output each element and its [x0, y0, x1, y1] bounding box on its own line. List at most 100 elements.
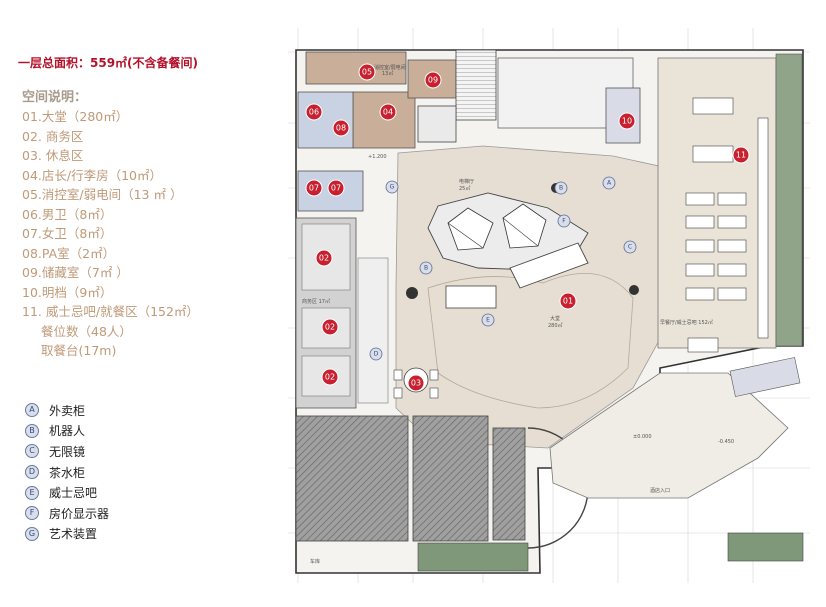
marker-10: 10 — [618, 112, 636, 130]
control-room-label: 消控室/弱电间 — [374, 64, 406, 71]
marker-D: D — [369, 347, 383, 361]
svg-text:C: C — [628, 244, 632, 251]
marker-G: G — [385, 180, 399, 194]
svg-text:E: E — [486, 317, 490, 324]
marker-07: 07 — [305, 179, 323, 197]
marker-05: 05 — [358, 63, 376, 81]
svg-text:02: 02 — [319, 254, 329, 263]
letter-markers: A B B C D E F G — [369, 176, 637, 361]
business-area-label: 商务区 17㎡ — [302, 298, 330, 305]
marker-03: 03 — [407, 374, 425, 392]
elevator-hall-area: 25㎡ — [459, 185, 470, 192]
svg-text:07: 07 — [331, 184, 341, 193]
svg-text:03: 03 — [411, 379, 421, 388]
space-item: 01.大堂（280㎡） — [22, 109, 129, 124]
svg-text:10: 10 — [622, 117, 632, 126]
space-item-sub: 餐位数（48人） — [41, 323, 132, 339]
svg-text:06: 06 — [309, 108, 319, 117]
icon-legend-item: F 房价显示器 — [25, 503, 109, 524]
icon-legend-label: 机器人 — [49, 424, 86, 439]
space-item-sub: 取餐台(17m) — [41, 343, 117, 358]
svg-text:G: G — [390, 184, 395, 191]
svg-text:08: 08 — [336, 124, 346, 133]
elevator-core — [427, 192, 589, 271]
marker-08: 08 — [332, 119, 350, 137]
marker-01: 01 — [559, 292, 577, 310]
reception-desk — [445, 242, 589, 309]
icon-legend-item: D 茶水柜 — [25, 462, 109, 483]
lobby-label: 大堂 — [550, 315, 560, 322]
level-label: -0.450 — [718, 439, 734, 445]
circle-letter-icon: D — [25, 465, 39, 480]
marker-02: 02 — [321, 368, 339, 386]
svg-text:D: D — [374, 351, 379, 358]
marker-C: C — [623, 240, 637, 254]
icon-legend-label: 无限镜 — [49, 444, 86, 459]
space-legend-heading: 空间说明： — [22, 90, 88, 105]
icon-legend-label: 艺术装置 — [49, 527, 98, 542]
marker-B: B — [419, 261, 433, 275]
circle-letter-icon: E — [25, 485, 39, 500]
level-label: ±0.000 — [633, 434, 652, 440]
icon-legend-item: E 威士忌吧 — [25, 482, 109, 503]
space-legend-list: 01.大堂（280㎡） 02. 商务区 03. 休息区 04.店长/行李房（10… — [22, 107, 199, 361]
space-item: 10.明档（9㎡） — [22, 284, 113, 300]
level-label: +1.200 — [368, 154, 387, 160]
dining-tables — [685, 97, 769, 353]
icon-legend-label: 外卖柜 — [49, 403, 86, 418]
space-item: 11. 威士忌吧/就餐区（152㎡） — [22, 304, 199, 319]
circle-letter-icon: G — [25, 526, 39, 541]
marker-F: F — [557, 214, 571, 228]
space-item: 05.消控室/弱电间（13 ㎡ ） — [22, 187, 183, 202]
floor-plan: 电梯厅 25㎡ 大堂 280㎡ 早餐厅/威士忌吧 152㎡ 消控室/弱电间 13… — [288, 28, 810, 583]
entrance-terrace — [549, 357, 801, 499]
svg-text:F: F — [562, 218, 566, 225]
svg-text:05: 05 — [362, 68, 372, 77]
icon-legend-label: 房价显示器 — [49, 506, 110, 521]
marker-E: E — [481, 313, 495, 327]
space-item: 04.店长/行李房（10㎡） — [22, 167, 162, 183]
marker-02: 02 — [321, 318, 339, 336]
lobby-area: 280㎡ — [548, 322, 563, 329]
svg-text:A: A — [607, 180, 612, 187]
svg-text:02: 02 — [325, 323, 335, 332]
marker-B: B — [554, 181, 568, 195]
circle-letter-icon: F — [25, 506, 39, 521]
svg-text:11: 11 — [736, 151, 746, 160]
parking-label: 车库 — [310, 558, 320, 565]
svg-text:09: 09 — [428, 76, 438, 85]
icon-legend-label: 威士忌吧 — [49, 486, 98, 501]
hatched-areas — [295, 415, 804, 572]
marker-07: 07 — [327, 179, 345, 197]
number-markers: 01 02 02 02 03 04 05 06 07 07 08 09 10 1… — [305, 63, 750, 392]
elevator-hall-label: 电梯厅 — [459, 178, 474, 185]
svg-text:07: 07 — [309, 184, 319, 193]
svg-text:B: B — [559, 185, 563, 192]
marker-11: 11 — [732, 146, 750, 164]
space-item: 07.女卫（8㎡） — [22, 226, 113, 241]
svg-text:01: 01 — [563, 297, 573, 306]
circle-letter-icon: C — [25, 444, 39, 459]
circle-letter-icon: A — [25, 403, 39, 418]
marker-04: 04 — [379, 103, 397, 121]
icon-legend-label: 茶水柜 — [49, 465, 86, 480]
control-room-area: 13㎡ — [382, 70, 393, 77]
svg-text:B: B — [424, 265, 428, 272]
space-item: 08.PA室（2㎡） — [22, 245, 116, 261]
dining-label: 早餐厅/威士忌吧 152㎡ — [660, 319, 713, 326]
entrance-label: 酒店入口 — [650, 487, 670, 494]
icon-legend-item: A 外卖柜 — [25, 400, 109, 421]
space-item: 06.男卫（8㎡） — [22, 206, 113, 222]
space-item: 02. 商务区 — [22, 128, 84, 144]
svg-text:02: 02 — [325, 373, 335, 382]
room-labels: 电梯厅 25㎡ 大堂 280㎡ 早餐厅/威士忌吧 152㎡ 消控室/弱电间 13… — [302, 64, 734, 565]
marker-09: 09 — [424, 71, 442, 89]
icon-legend-item: G 艺术装置 — [25, 524, 109, 545]
page-title: 一层总面积：559㎡(不含备餐间) — [18, 56, 199, 70]
marker-06: 06 — [305, 103, 323, 121]
space-item: 03. 休息区 — [22, 148, 84, 163]
icon-legend-item: C 无限镜 — [25, 441, 109, 462]
space-item: 09.储藏室（7㎡ ） — [22, 265, 129, 280]
